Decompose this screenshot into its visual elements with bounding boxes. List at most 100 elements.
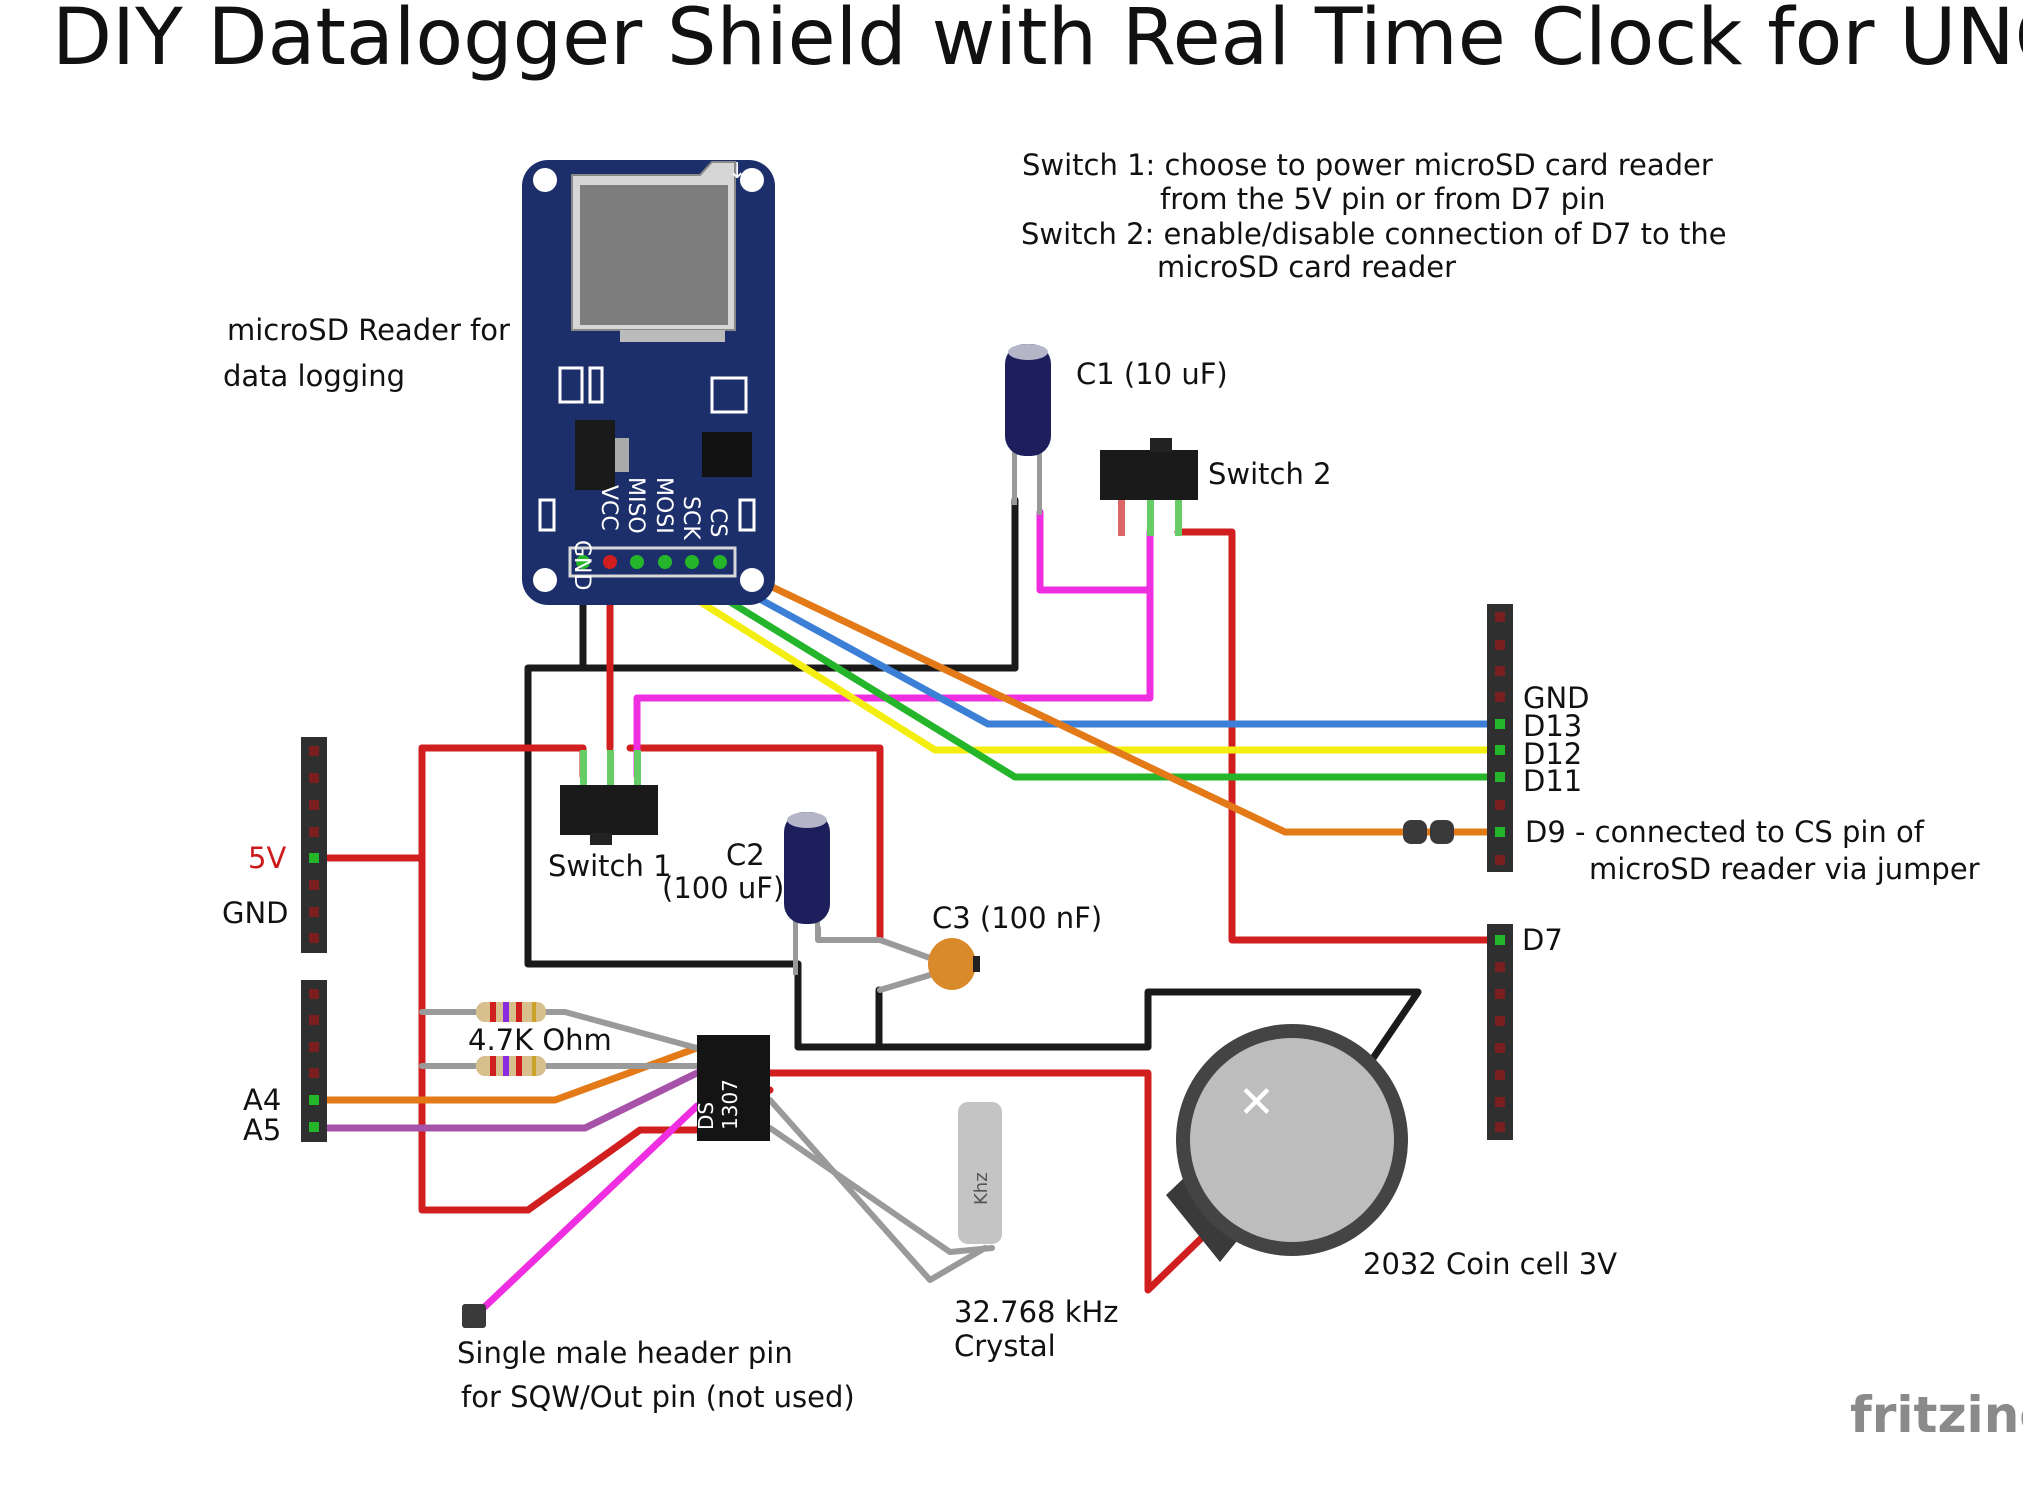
header-pin bbox=[309, 773, 319, 783]
header-pin bbox=[309, 1122, 319, 1132]
pin-label-vcc: VCC bbox=[596, 485, 621, 531]
c1-lead bbox=[1037, 450, 1042, 515]
header-strip bbox=[301, 737, 327, 953]
label-gnd-right: GND bbox=[1523, 681, 1590, 715]
pin-vcc bbox=[603, 555, 617, 569]
header-pin bbox=[1495, 692, 1505, 702]
card-slot-inner bbox=[580, 185, 728, 325]
resistor-band bbox=[503, 1002, 509, 1022]
pin-mosi bbox=[658, 555, 672, 569]
level-shifter-chip bbox=[702, 432, 752, 477]
c2-label-1: C2 bbox=[726, 838, 765, 872]
label-d9-1: D9 - connected to CS pin of bbox=[1525, 815, 1925, 849]
resistor-band bbox=[516, 1056, 522, 1076]
switch1-leg bbox=[634, 750, 641, 790]
c1-lead bbox=[1012, 450, 1017, 505]
c1-top bbox=[1008, 344, 1048, 360]
c3-cap bbox=[973, 956, 980, 972]
rtc-chip: DS 1307 bbox=[694, 1035, 770, 1141]
close-icon: ✕ bbox=[1238, 1077, 1275, 1128]
wire-gnd-rtc bbox=[794, 960, 1422, 1077]
wire-gnd-main bbox=[524, 664, 1019, 968]
crystal-label-1: 32.768 kHz bbox=[954, 1295, 1119, 1329]
wire-magenta-switch1 bbox=[633, 586, 1154, 780]
resistor-band bbox=[532, 1002, 536, 1022]
switch2-leg bbox=[1147, 500, 1154, 536]
jumper-block bbox=[1403, 820, 1427, 844]
voltage-regulator bbox=[575, 420, 615, 490]
switch2-label: Switch 2 bbox=[1208, 457, 1332, 491]
header-pin bbox=[1495, 935, 1505, 945]
label-d9-2: microSD reader via jumper bbox=[1589, 852, 1980, 886]
header-pin bbox=[1495, 1097, 1505, 1107]
resistor-1 bbox=[476, 1002, 546, 1022]
label-5v: 5V bbox=[248, 841, 286, 875]
c2-lead bbox=[793, 920, 798, 975]
pin-labels: GND VCC MISO MOSI SCK CS bbox=[569, 477, 730, 590]
wire-sqw bbox=[471, 1102, 701, 1320]
header-pin bbox=[1495, 855, 1505, 865]
pin-gnd bbox=[576, 555, 590, 569]
arrow-down-icon: ↓ bbox=[728, 159, 746, 184]
pin-label-sck: SCK bbox=[678, 496, 703, 540]
uno-header-power bbox=[301, 737, 327, 953]
c2-label-2: (100 uF) bbox=[662, 871, 784, 905]
note-line-4: microSD card reader bbox=[1157, 250, 1456, 284]
header-pin bbox=[309, 880, 319, 890]
header-pin bbox=[1495, 800, 1505, 810]
c3-label: C3 (100 nF) bbox=[932, 901, 1102, 935]
header-pin bbox=[309, 827, 319, 837]
pin-cs bbox=[713, 555, 727, 569]
uno-header-analog bbox=[301, 980, 327, 1142]
c2-top bbox=[787, 812, 827, 828]
wire-5v-rail bbox=[418, 744, 532, 1214]
header-pin bbox=[1495, 612, 1505, 622]
capacitor-c1 bbox=[1005, 344, 1051, 515]
pin-label-cs: CS bbox=[705, 508, 730, 537]
microsd-module: ↓ GND VCC MISO MOSI SCK CS bbox=[522, 159, 775, 605]
note-line-3: Switch 2: enable/disable connection of D… bbox=[1021, 217, 1727, 251]
microsd-caption-1: microSD Reader for bbox=[227, 313, 510, 347]
wire-switch2-d7 bbox=[1174, 528, 1504, 944]
switch-notes: Switch 1: choose to power microSD card r… bbox=[1021, 148, 1727, 284]
mount-hole bbox=[740, 168, 764, 192]
card-contacts bbox=[620, 330, 725, 342]
crystal: Khz bbox=[958, 1102, 1002, 1244]
wire-switch1-d7 bbox=[626, 744, 884, 941]
d9-jumper bbox=[1403, 820, 1454, 844]
pin-header bbox=[568, 546, 737, 578]
smd-component bbox=[538, 498, 556, 532]
switch2-leg bbox=[1175, 500, 1182, 536]
note-line-1: Switch 1: choose to power microSD card r… bbox=[1022, 148, 1713, 182]
uno-header-digital-high bbox=[1487, 604, 1513, 872]
jumper-block bbox=[1430, 820, 1454, 844]
header-pin bbox=[1495, 640, 1505, 650]
wire-rtc-vbat bbox=[766, 1069, 1219, 1294]
smd-component bbox=[710, 376, 748, 414]
switch1-leg bbox=[607, 750, 614, 790]
header-pin bbox=[309, 853, 319, 863]
label-d12: D12 bbox=[1523, 737, 1582, 771]
pin-label-gnd: GND bbox=[569, 540, 594, 590]
header-strip bbox=[1487, 924, 1513, 1140]
switch-1 bbox=[560, 750, 658, 845]
header-pin bbox=[1495, 666, 1505, 676]
resistor-band bbox=[490, 1002, 496, 1022]
resistor-band bbox=[532, 1056, 536, 1076]
pin-miso bbox=[630, 555, 644, 569]
coin-cell-label: 2032 Coin cell 3V bbox=[1363, 1247, 1617, 1281]
header-pin bbox=[309, 933, 319, 943]
switch2-leg bbox=[1118, 500, 1125, 536]
c3-body bbox=[928, 938, 976, 990]
switch1-label: Switch 1 bbox=[548, 849, 672, 883]
label-d7: D7 bbox=[1522, 923, 1563, 957]
c2-lead bbox=[815, 920, 820, 940]
header-pin bbox=[1495, 1122, 1505, 1132]
header-pin bbox=[309, 1042, 319, 1052]
c1-body bbox=[1005, 344, 1051, 456]
wire-crystal-2 bbox=[767, 1125, 995, 1255]
wire-a5-scl bbox=[311, 1069, 701, 1132]
rtc-chip-body bbox=[697, 1035, 770, 1141]
header-pin bbox=[1495, 772, 1505, 782]
